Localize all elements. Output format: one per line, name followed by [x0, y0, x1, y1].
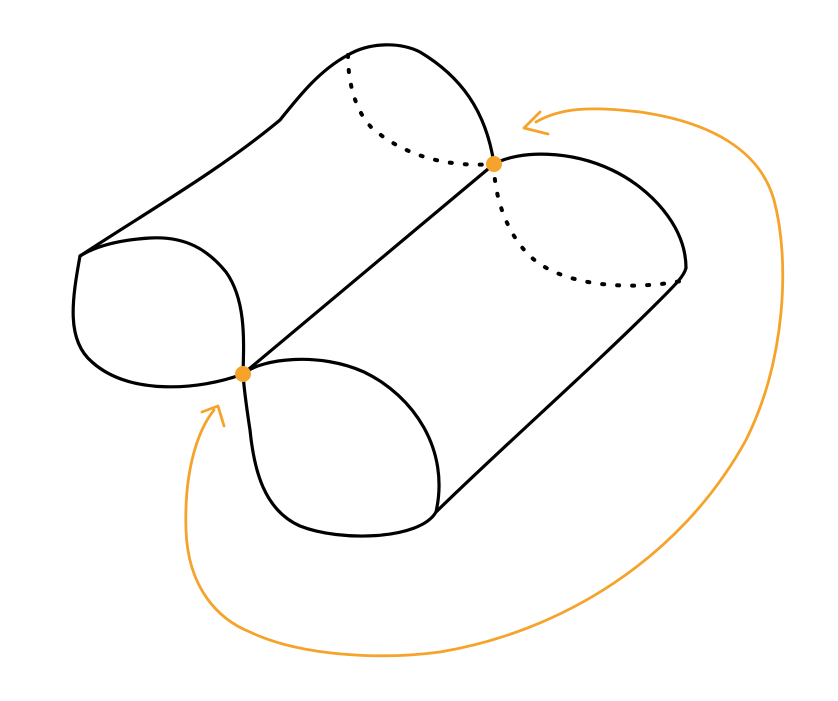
left-cylinder-front-cap: [71, 236, 246, 389]
left-cylinder-back-arc: [346, 43, 496, 166]
bottom-seam-point: [235, 366, 251, 382]
top-seam-point: [486, 156, 502, 172]
shared-seam-line: [241, 162, 496, 376]
left-cylinder: [71, 43, 496, 389]
bottom-arrowhead: [200, 404, 226, 428]
left-cylinder-top-edge: [78, 53, 350, 258]
left-cylinder-hidden-arc: [346, 53, 496, 167]
right-cylinder-back-arc: [492, 152, 688, 270]
identification-arrows: [184, 107, 785, 658]
right-cylinder: [241, 152, 688, 538]
loop-arrow-path: [184, 107, 785, 658]
top-arrowhead: [522, 110, 550, 136]
right-cylinder-hidden-arc: [492, 162, 688, 288]
right-cylinder-bottom-edge: [434, 266, 688, 514]
right-cylinder-front-cap: [241, 357, 441, 538]
